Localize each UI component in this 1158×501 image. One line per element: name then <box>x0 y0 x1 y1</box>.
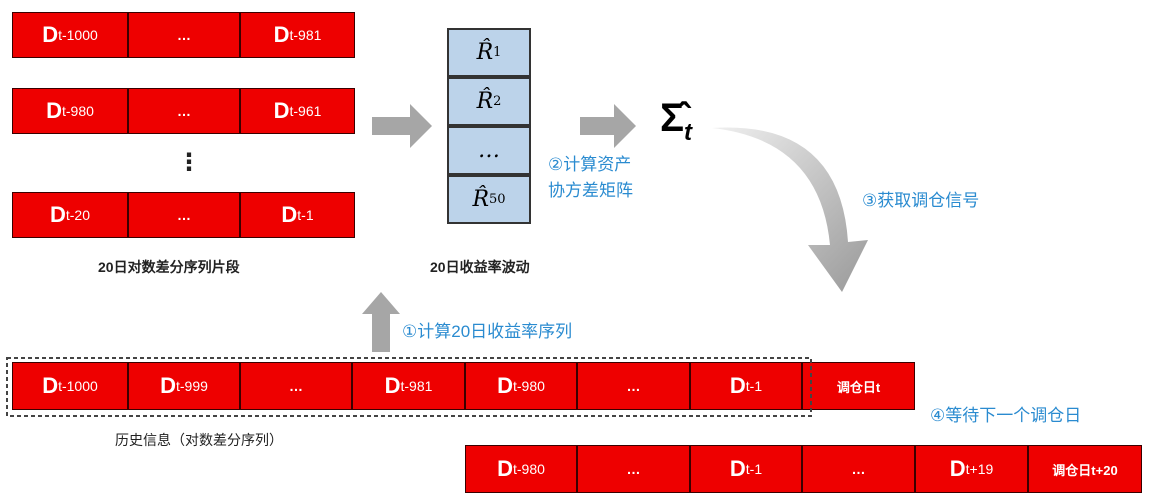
r-cell: … <box>447 126 531 175</box>
sigma-subscript: t <box>684 119 693 146</box>
data-cell: … <box>802 445 915 493</box>
step4-label: ④等待下一个调仓日 <box>930 406 1082 425</box>
cell-label: … <box>626 378 641 394</box>
cell-label: D <box>949 456 966 481</box>
r-superscript: 50 <box>489 192 506 207</box>
step2-line: ②计算资产 <box>548 155 632 174</box>
cell-subscript: t-1000 <box>58 378 98 394</box>
cell-subscript: t-980 <box>512 461 545 477</box>
data-cell: 调仓日t <box>802 362 915 410</box>
cell-subscript: t-980 <box>61 103 94 119</box>
data-cell: … <box>240 362 352 410</box>
arrow-right-1 <box>372 104 432 148</box>
r-label: R̂ <box>472 187 490 212</box>
step3-label: ③获取调仓信号 <box>862 191 980 210</box>
step1-label: ①计算20日收益率序列 <box>402 322 573 341</box>
data-cell: … <box>128 192 240 238</box>
cell-label: D <box>729 456 746 481</box>
cell-subscript: t-20 <box>65 207 90 223</box>
cell-subscript: t-980 <box>512 378 545 394</box>
cell-label: … <box>851 461 866 477</box>
cell-label: D <box>273 22 290 47</box>
caption-returns: 20日收益率波动 <box>430 259 530 275</box>
cell-subscript: t-1 <box>297 207 314 223</box>
cell-label: D <box>42 373 59 398</box>
cell-subscript: t-1000 <box>58 27 98 43</box>
r-superscript: 2 <box>493 94 502 109</box>
cell-label: … <box>626 461 641 477</box>
caption-history: 历史信息（对数差分序列） <box>115 432 283 448</box>
cell-subscript: t-981 <box>400 378 433 394</box>
r-cell: R̂1 <box>447 28 531 77</box>
data-cell: … <box>577 445 690 493</box>
cell-label: D <box>160 373 176 398</box>
sigma-hat: Σ̂t <box>660 96 692 147</box>
r-cell: R̂2 <box>447 77 531 126</box>
r-label: … <box>478 138 500 163</box>
r-cell: R̂50 <box>447 175 531 224</box>
cell-subscript: t-981 <box>289 27 322 43</box>
cell-label: … <box>177 207 191 223</box>
cell-subscript: t-999 <box>175 378 208 394</box>
cell-subscript: t-961 <box>289 103 322 119</box>
cell-label: D <box>281 202 298 227</box>
arrow-up <box>362 292 400 352</box>
cell-label: D <box>273 98 290 123</box>
data-cell: … <box>577 362 690 410</box>
cell-label: 调仓日t <box>836 379 881 395</box>
data-cell: 调仓日t+20 <box>1028 445 1142 493</box>
history-dashed-box <box>6 357 812 417</box>
cell-label: D <box>49 202 66 227</box>
cell-label: D <box>46 98 62 123</box>
cell-label: D <box>729 373 746 398</box>
r-label: R̂ <box>476 40 494 65</box>
sigma-symbol: Σ̂ <box>660 96 685 140</box>
cell-label: D <box>497 456 513 481</box>
cell-label: … <box>289 378 303 394</box>
vertical-ellipsis: ⋮ <box>177 149 201 176</box>
data-cell: … <box>128 12 240 58</box>
cell-label: D <box>42 22 59 47</box>
caption-segments: 20日对数差分序列片段 <box>98 259 240 275</box>
r-superscript: 1 <box>493 45 502 60</box>
cell-label: 调仓日t+20 <box>1052 462 1118 478</box>
curved-arrow <box>712 127 868 292</box>
data-cell: … <box>128 88 240 134</box>
r-label: R̂ <box>476 89 494 114</box>
cell-label: D <box>384 373 401 398</box>
cell-subscript: t-1 <box>745 461 763 477</box>
cell-label: … <box>177 27 191 43</box>
cell-subscript: t+19 <box>965 461 994 477</box>
cell-label: … <box>177 103 191 119</box>
cell-label: D <box>497 373 513 398</box>
cell-subscript: t-1 <box>745 378 763 394</box>
step2-line: 协方差矩阵 <box>548 181 633 200</box>
arrow-right-2 <box>580 104 636 148</box>
